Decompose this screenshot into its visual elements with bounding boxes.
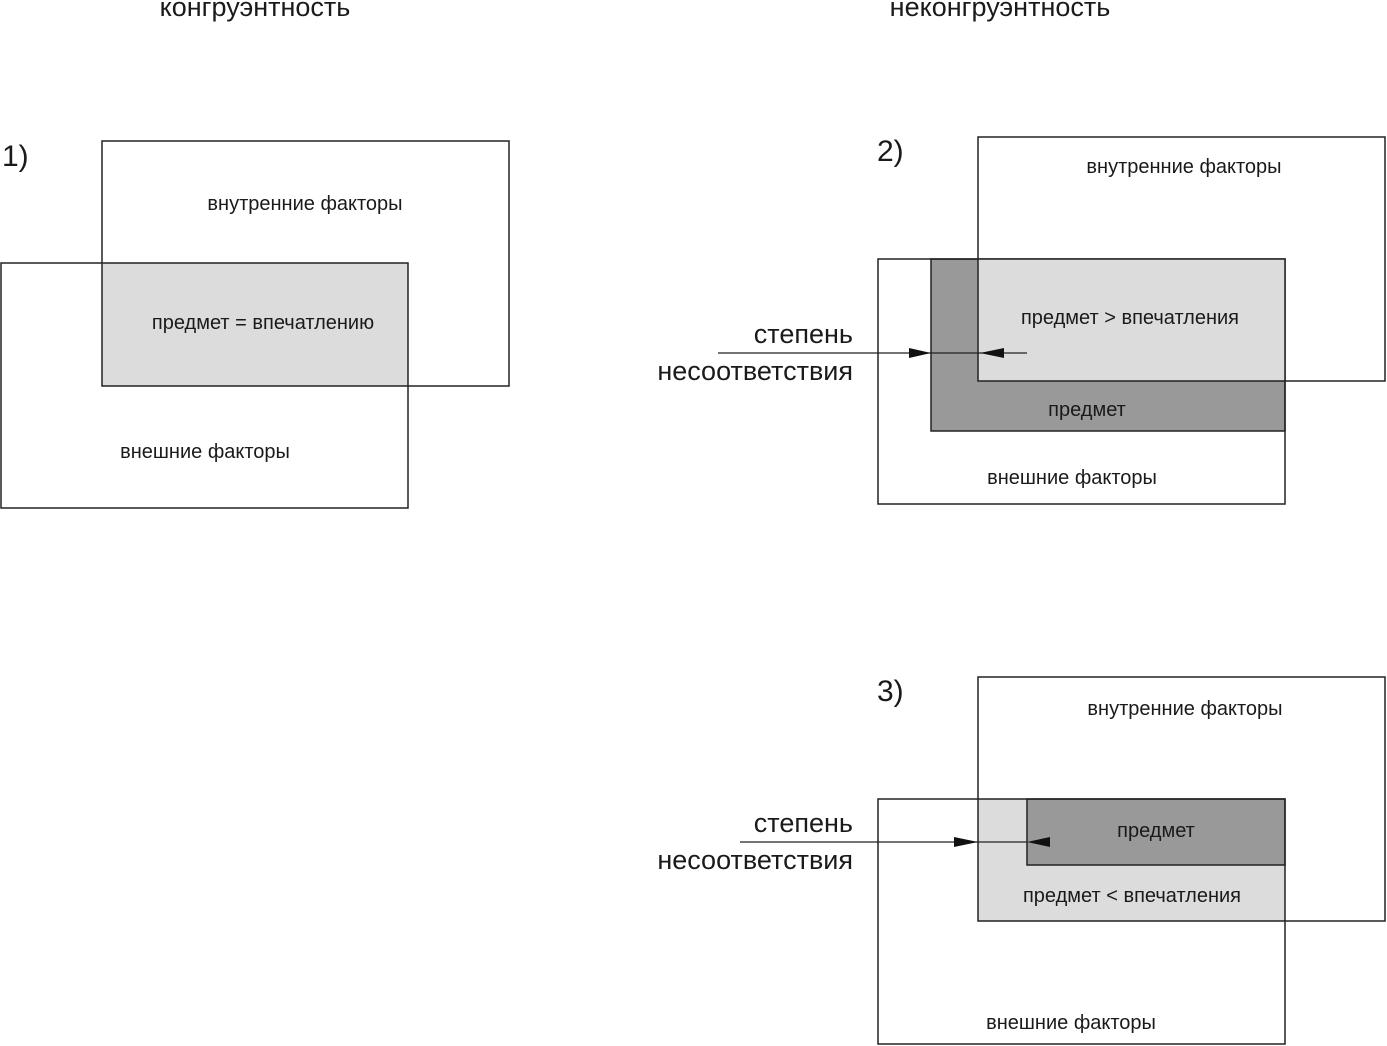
diagram-number: 2) (877, 135, 904, 168)
outer-factors-box (877, 798, 1286, 1045)
overlap-area (102, 263, 408, 386)
inner-factors-label: внутренние факторы (1086, 156, 1281, 178)
diagram-2: 2) внутренние факторы предмет > впечатле… (657, 135, 1386, 505)
mismatch-label-line1: степень (754, 808, 853, 838)
arrowhead-right-icon (954, 837, 978, 847)
header-incongruence: неконгруэнтность (890, 0, 1111, 22)
mismatch-label-line1: степень (754, 319, 853, 349)
subject-label: предмет (1117, 820, 1195, 842)
outer-factors-box (0, 262, 409, 509)
diagram-number: 3) (877, 675, 904, 708)
header-congruence: конгруэнтность (160, 0, 351, 22)
overlap-label: предмет < впечатления (1023, 885, 1241, 907)
arrowhead-left-icon (980, 348, 1004, 358)
diagram-1: 1) внутренние факторы предмет = впечатле… (0, 140, 510, 509)
overlap-label: предмет = впечатлению (152, 312, 374, 334)
outer-factors-label: внешние факторы (987, 467, 1157, 489)
arrowhead-right-icon (909, 348, 931, 358)
outer-factors-box (877, 258, 1286, 505)
overlap-area (978, 259, 1285, 381)
mismatch-label-line2: несоответствия (657, 356, 853, 386)
diagram-number: 1) (2, 140, 29, 173)
outer-factors-label: внешние факторы (120, 441, 290, 463)
mismatch-label-line2: несоответствия (657, 845, 853, 875)
outer-factors-label: внешние факторы (986, 1012, 1156, 1034)
overlap-label: предмет > впечатления (1021, 307, 1239, 329)
diagram-3: 3) внутренние факторы предмет предмет < … (657, 675, 1386, 1045)
subject-label: предмет (1048, 399, 1126, 421)
inner-factors-label: внутренние факторы (1087, 698, 1282, 720)
inner-factors-label: внутренние факторы (207, 193, 402, 215)
arrowhead-left-icon (1027, 837, 1050, 847)
